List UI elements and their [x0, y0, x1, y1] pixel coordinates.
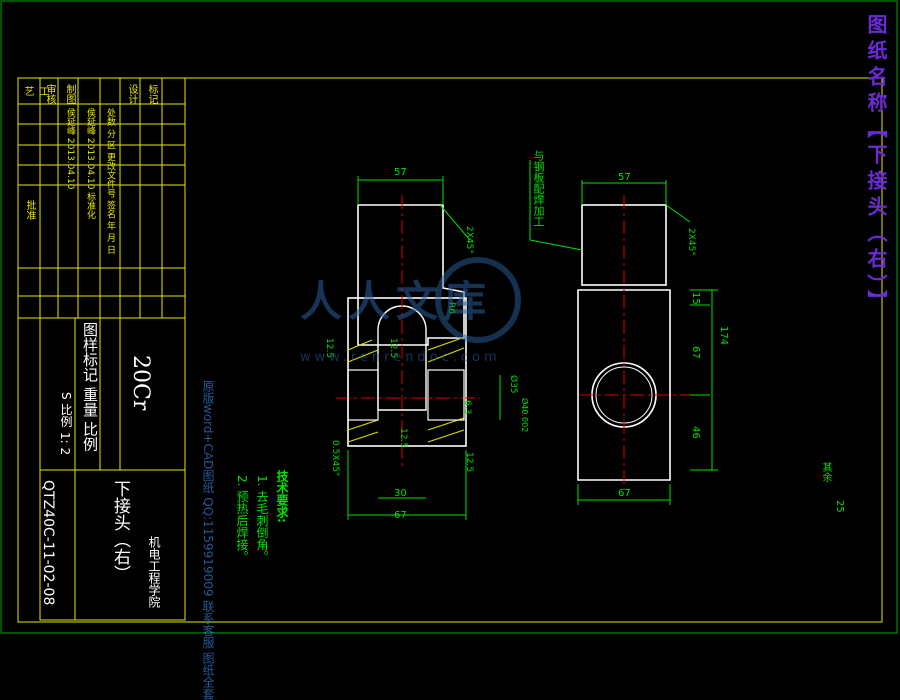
stage-weight-scale: 图样标记 重量 比例: [81, 322, 99, 452]
dim-left-bottom: 67: [394, 510, 407, 521]
dim-174: 174: [718, 326, 729, 346]
material: 20Cr: [128, 355, 153, 411]
title-block: [17, 77, 186, 621]
scale-small: S 比例: [59, 392, 73, 428]
row-mark: 标记: [146, 84, 157, 104]
scale-value: 1: 2: [58, 432, 72, 456]
note-1: 1. 去毛刺倒角。: [255, 475, 269, 563]
design-info-1: 处数 分 区 更改文件号 签名 年 月 日: [105, 108, 115, 255]
inner-frame: [17, 77, 883, 623]
rough-d: 12.5: [464, 452, 474, 473]
dim-67: 67: [690, 346, 701, 359]
chamfer-left: 2X45°: [464, 226, 474, 254]
watermark-circle: [435, 257, 521, 343]
design-info-2: 侯延峰 2013.04.10 标准化: [85, 108, 95, 220]
drawing-number: QTZ40C-11-02-08: [40, 480, 56, 606]
weld-note: 与钢板配焊加工: [532, 150, 545, 227]
rough-a: 12.5: [324, 338, 334, 359]
row-label: 工艺: [22, 86, 48, 96]
dim-inner: 30: [394, 488, 407, 499]
note-2: 2. 预热后焊接。: [235, 475, 249, 563]
drawing-title: 图纸名称【下接头（右）】: [864, 14, 888, 316]
dim-phi: Ø40.002: [520, 398, 529, 433]
rough-c: 12.5: [398, 428, 408, 449]
other-rough-val: 25: [834, 500, 845, 513]
design-info-3: 侯延峰 2013.04.10: [65, 108, 75, 190]
right-view: [577, 195, 690, 490]
rough-b: 12.5: [388, 338, 398, 359]
dim-r63: 6.3: [462, 400, 472, 415]
other-rough: 其余: [820, 462, 831, 482]
chamfer-right: 2X45°: [686, 228, 696, 256]
part-name: 下接头（右）: [110, 480, 130, 582]
left-view: [336, 195, 480, 470]
row-draw: 制图: [64, 84, 75, 104]
row-design: 设计: [126, 84, 137, 104]
dim-bore: Ø35: [508, 375, 518, 394]
watermark-promo: 原版word+CAD图纸 QQ:1159919009 联系客服 图纸全套: [201, 380, 215, 700]
outer-border: [0, 0, 898, 634]
notes-heading: 技术要求:: [275, 470, 289, 523]
watermark-url: www.renrendoc.com: [300, 350, 501, 365]
approve-label: 批准: [24, 200, 35, 220]
radius: R6: [446, 302, 456, 314]
cad-drawing: [0, 0, 898, 634]
groove: 0.5X45°: [330, 440, 340, 477]
dim-left-top: 57: [394, 167, 407, 178]
watermark-brand: 人人文库: [300, 277, 493, 326]
dimension-lines: [347, 160, 718, 520]
dim-15: 15: [690, 292, 701, 305]
dim-right-top: 57: [618, 172, 631, 183]
dim-right-bottom: 67: [618, 488, 631, 499]
dim-46: 46: [690, 426, 701, 439]
school: 机电工程学院: [147, 536, 161, 608]
row-review: 审核: [44, 84, 55, 104]
